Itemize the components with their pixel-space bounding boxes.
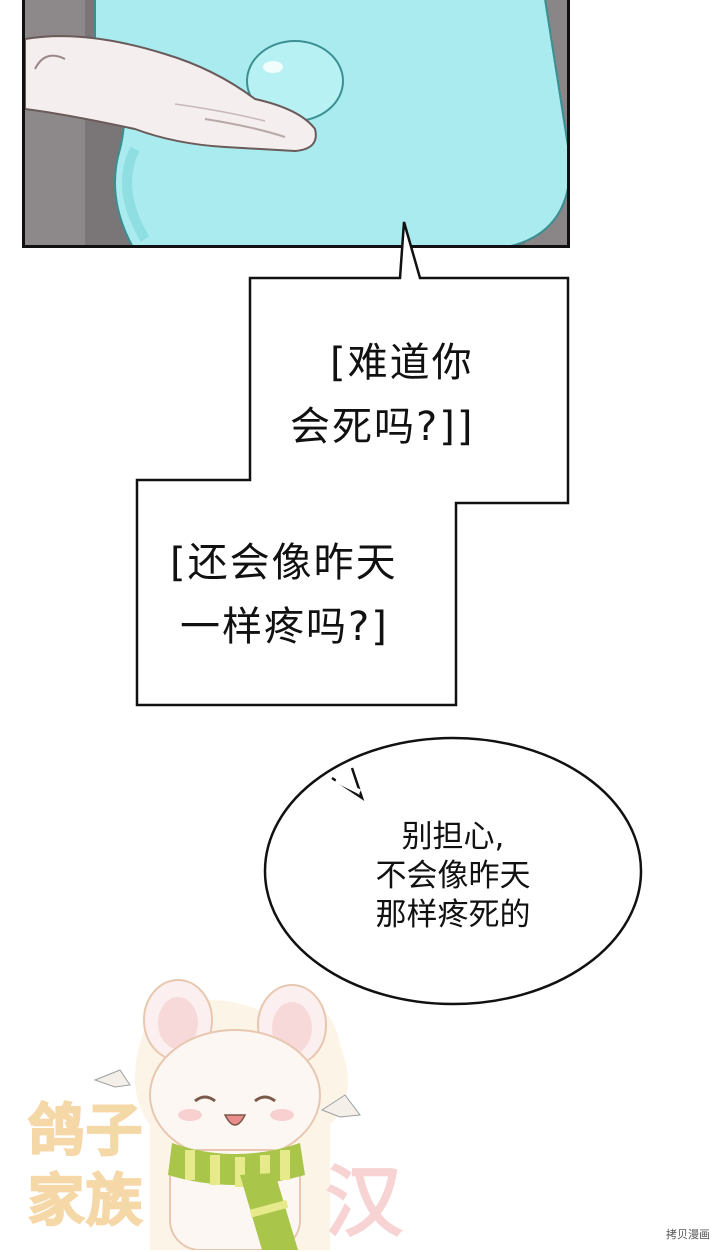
watermark-left-line1: 鸽子	[27, 1099, 144, 1165]
hand	[25, 35, 317, 153]
caption-top-line2: 会死吗?]]	[290, 404, 475, 450]
panel-illustration	[25, 0, 567, 245]
watermark-mascot	[93, 979, 361, 1250]
speech-line-1: 别担心,	[401, 819, 505, 855]
caption-top-line1: [难道你	[330, 340, 474, 386]
caption-bottom-line2: 一样疼吗?]	[180, 604, 389, 650]
watermark-left-line2: 家族	[27, 1169, 144, 1235]
speech-bubble	[263, 736, 643, 1006]
watermark-right-char: 汉	[325, 1158, 404, 1248]
corner-watermark: 拷贝漫画	[666, 1228, 710, 1241]
speech-line-2: 不会像昨天	[375, 858, 531, 894]
speech-line-3: 那样疼死的	[375, 897, 531, 933]
caption-box	[135, 221, 570, 707]
speech-bubble-text: 别担心, 不会像昨天 那样疼死的	[265, 818, 641, 935]
comic-panel	[22, 0, 570, 248]
caption-bottom-line1: [还会像昨天	[170, 540, 398, 586]
